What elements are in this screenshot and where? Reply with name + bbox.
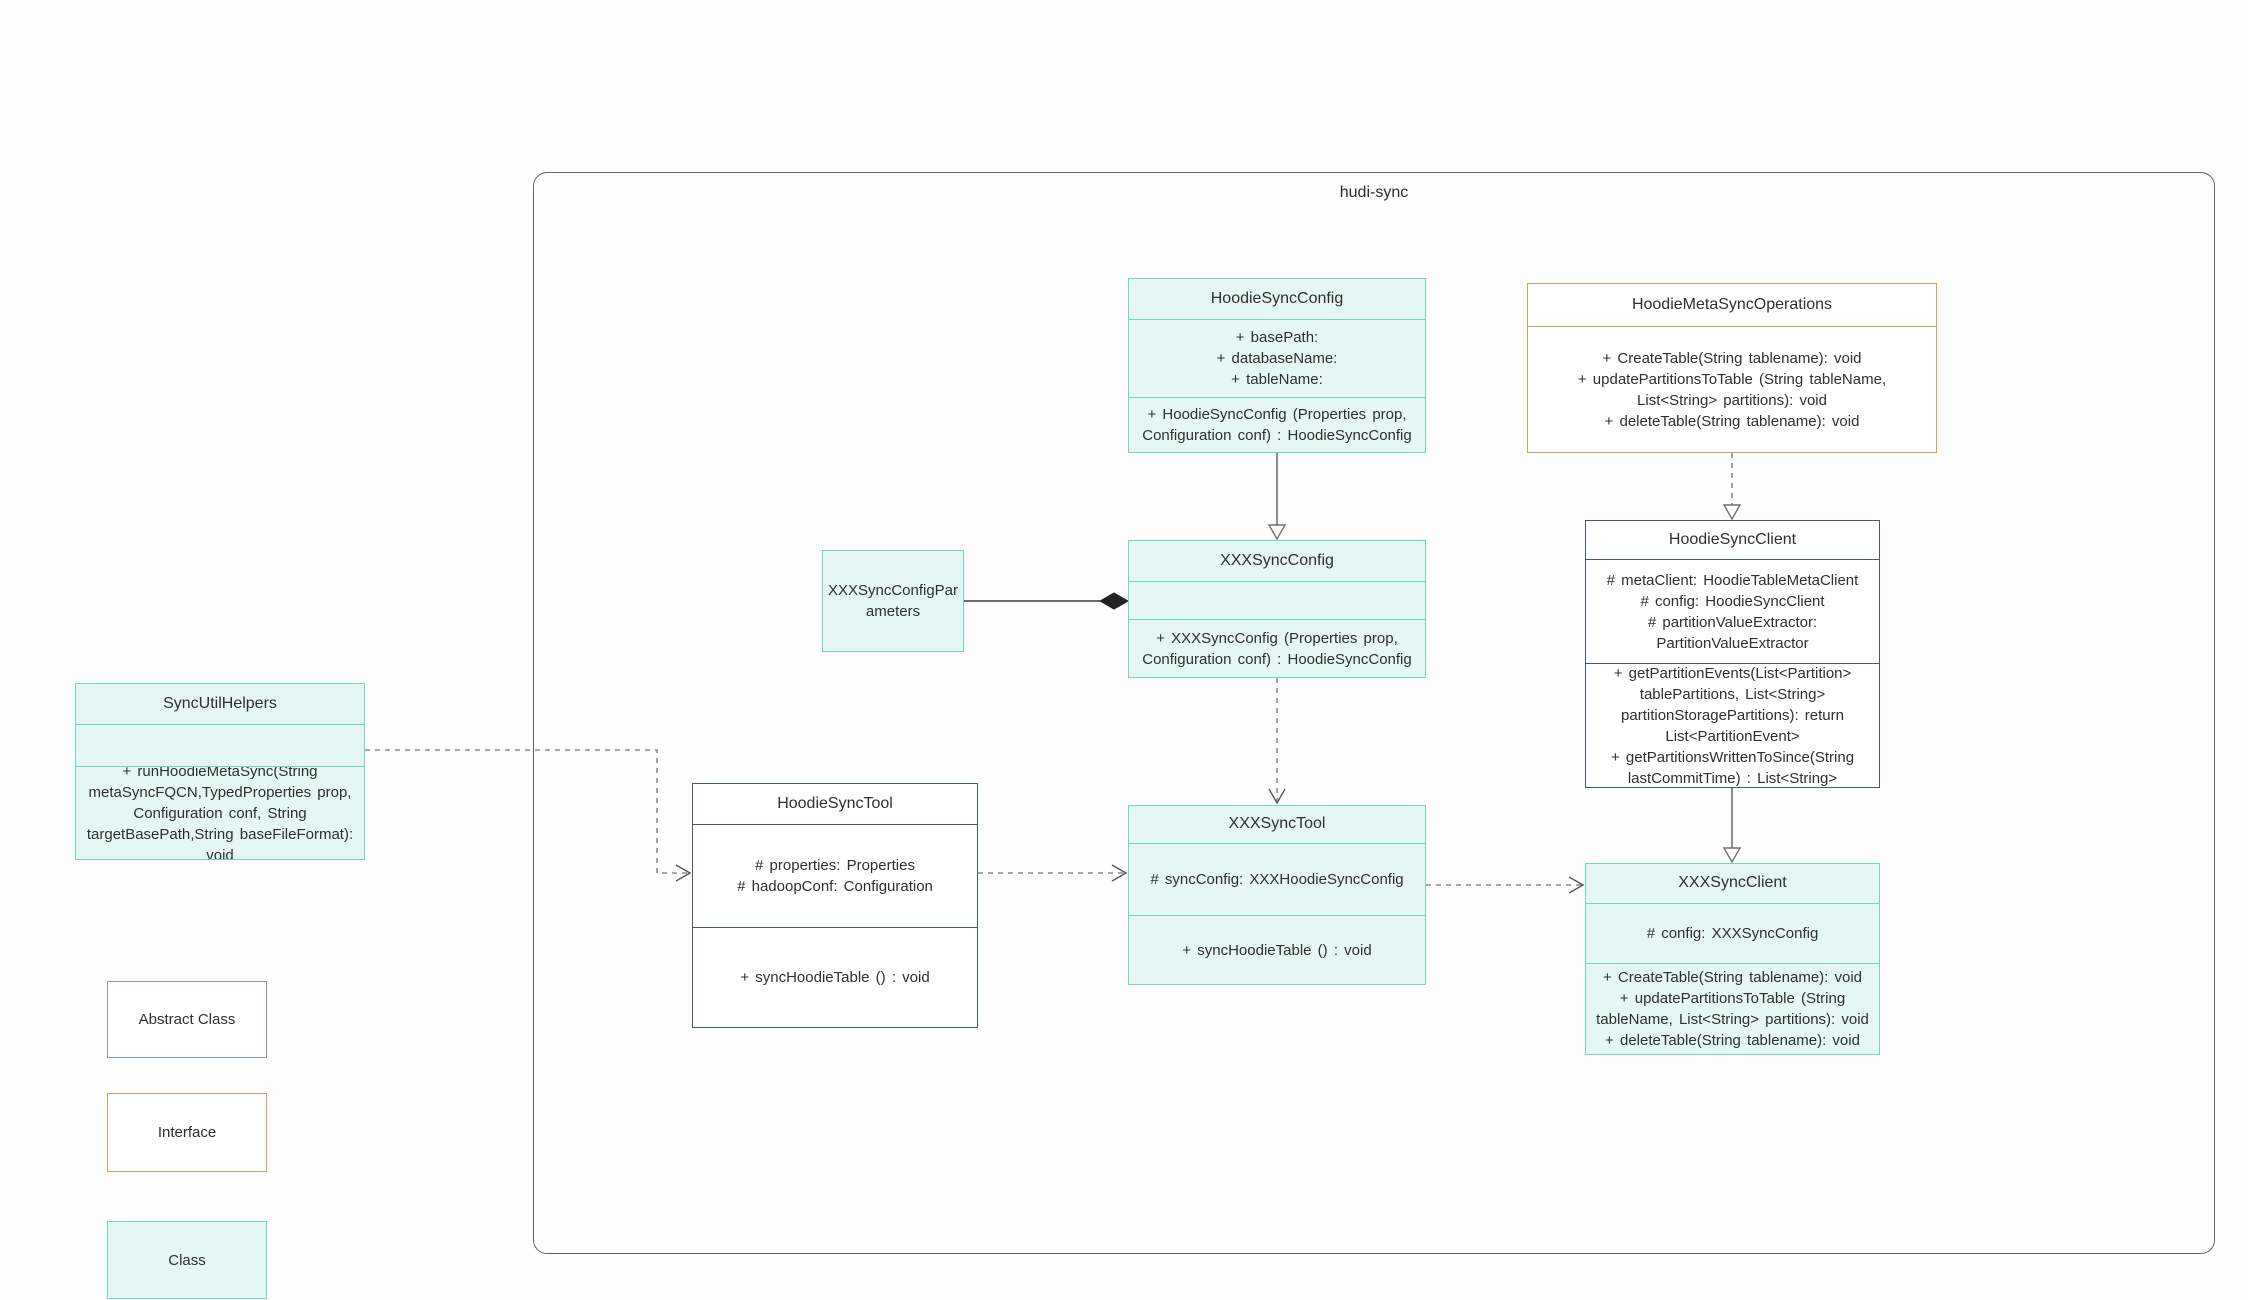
class-title: XXXSyncConfig	[1220, 551, 1334, 569]
class-methods: + HoodieSyncConfig (Properties prop, Con…	[1129, 397, 1425, 452]
legend-label: Abstract Class	[138, 1011, 236, 1028]
class-attributes	[1129, 581, 1425, 619]
class-attributes: # properties: Properties # hadoopConf: C…	[693, 824, 977, 927]
class-methods: + runHoodieMetaSync(String metaSyncFQCN,…	[76, 766, 364, 859]
attribute: # config: HoodieSyncClient	[1640, 592, 1825, 610]
class-box-xxxsyncconfig[interactable]: XXXSyncConfig + XXXSyncConfig (Propertie…	[1128, 540, 1426, 678]
legend-label: Interface	[157, 1124, 217, 1141]
method: + deleteTable(String tablename): void	[1604, 412, 1860, 430]
class-title: HoodieSyncTool	[777, 794, 893, 812]
hudi-sync-container: hudi-sync	[533, 172, 2215, 1254]
class-attributes: + basePath: + databaseName: + tableName:	[1129, 319, 1425, 397]
abstract-class-box-hoodiesynctool[interactable]: HoodieSyncTool # properties: Properties …	[692, 783, 978, 1028]
method: + XXXSyncConfig (Properties prop, Config…	[1142, 629, 1412, 668]
interface-box-hoodiemetasyncoperations[interactable]: HoodieMetaSyncOperations + CreateTable(S…	[1527, 283, 1937, 453]
method: + CreateTable(String tablename): void	[1602, 969, 1863, 986]
class-box-xxxsynctool[interactable]: XXXSyncTool # syncConfig: XXXHoodieSyncC…	[1128, 805, 1426, 985]
class-attributes: # metaClient: HoodieTableMetaClient # co…	[1586, 559, 1879, 663]
class-box-syncutilhelpers[interactable]: SyncUtilHelpers + runHoodieMetaSync(Stri…	[75, 683, 365, 860]
attribute: # partitionValueExtractor: PartitionValu…	[1647, 613, 1818, 652]
method: + syncHoodieTable () : void	[1182, 941, 1372, 959]
method: + syncHoodieTable () : void	[740, 969, 930, 986]
abstract-class-box-hoodiesyncclient[interactable]: HoodieSyncClient # metaClient: HoodieTab…	[1585, 520, 1880, 788]
attribute: # properties: Properties	[755, 857, 915, 874]
class-methods: + syncHoodieTable () : void	[1129, 915, 1425, 984]
class-box-xxxsyncconfigparameters[interactable]: XXXSyncConfigParameters	[822, 550, 964, 652]
class-title: HoodieSyncConfig	[1210, 289, 1344, 307]
method: + CreateTable(String tablename): void	[1602, 349, 1862, 367]
class-methods: + getPartitionEvents(List<Partition> tab…	[1586, 663, 1879, 787]
legend-abstract-class[interactable]: Abstract Class	[107, 981, 267, 1058]
class-box-hoodiesyncconfig[interactable]: HoodieSyncConfig + basePath: + databaseN…	[1128, 278, 1426, 453]
attribute: # metaClient: HoodieTableMetaClient	[1606, 571, 1859, 589]
attribute: # syncConfig: XXXHoodieSyncConfig	[1150, 871, 1404, 888]
class-box-xxxsyncclient[interactable]: XXXSyncClient # config: XXXSyncConfig + …	[1585, 863, 1880, 1055]
method: + runHoodieMetaSync(String metaSyncFQCN,…	[86, 766, 354, 859]
class-attributes: # syncConfig: XXXHoodieSyncConfig	[1129, 843, 1425, 915]
legend-interface[interactable]: Interface	[107, 1093, 267, 1172]
attribute: + tableName:	[1231, 371, 1323, 388]
legend-class[interactable]: Class	[107, 1221, 267, 1299]
class-methods: + CreateTable(String tablename): void + …	[1528, 326, 1936, 452]
class-methods: + CreateTable(String tablename): void + …	[1586, 963, 1879, 1054]
class-title: HoodieSyncClient	[1668, 530, 1797, 548]
attribute: # config: XXXSyncConfig	[1646, 925, 1819, 942]
class-title: HoodieMetaSyncOperations	[1631, 295, 1833, 313]
class-title: XXXSyncTool	[1228, 815, 1326, 833]
class-attributes: # config: XXXSyncConfig	[1586, 903, 1879, 963]
class-attributes	[76, 724, 364, 766]
method: + getPartitionsWrittenToSince(String las…	[1610, 748, 1855, 787]
attribute: + databaseName:	[1216, 350, 1338, 367]
attribute: + basePath:	[1235, 329, 1319, 346]
legend-label: Class	[168, 1251, 206, 1269]
class-methods: + XXXSyncConfig (Properties prop, Config…	[1129, 619, 1425, 677]
attribute: # hadoopConf: Configuration	[737, 878, 933, 895]
method: + updatePartitionsToTable (String tableN…	[1596, 990, 1869, 1028]
method: + deleteTable(String tablename): void	[1605, 1032, 1860, 1049]
class-methods: + syncHoodieTable () : void	[693, 927, 977, 1027]
class-title: XXXSyncClient	[1678, 874, 1787, 892]
class-title: XXXSyncConfigParameters	[827, 582, 959, 620]
container-title: hudi-sync	[1339, 184, 1409, 201]
method: + HoodieSyncConfig (Properties prop, Con…	[1142, 406, 1412, 444]
method: + getPartitionEvents(List<Partition> tab…	[1613, 664, 1852, 745]
class-title: SyncUtilHelpers	[163, 694, 277, 712]
method: + updatePartitionsToTable (String tableN…	[1577, 370, 1887, 409]
